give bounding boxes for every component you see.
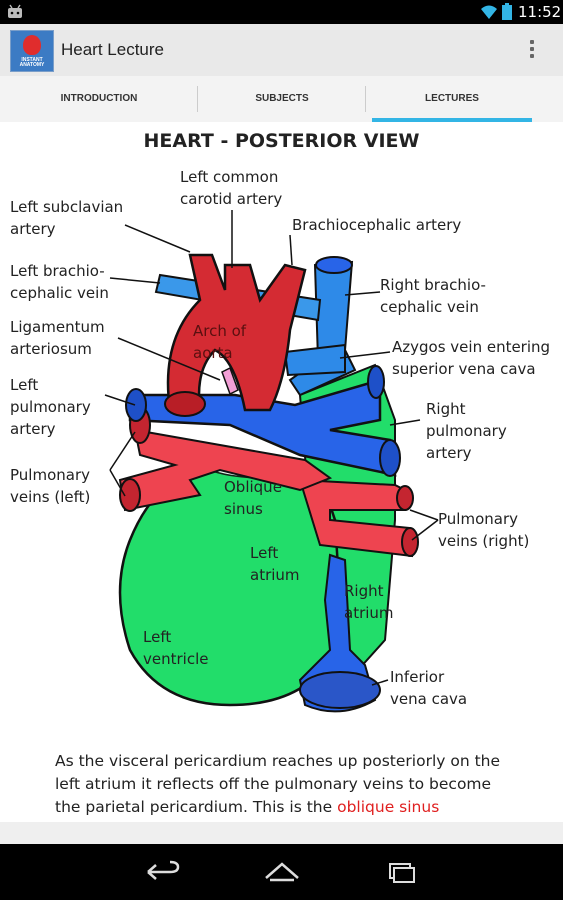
lecture-caption: As the visceral pericardium reaches up p… bbox=[55, 750, 515, 819]
leader-lines bbox=[104, 210, 439, 686]
label-left-atrium: Left atrium bbox=[250, 544, 300, 584]
label-arch-of-aorta: Arch of aorta bbox=[193, 322, 247, 362]
back-icon[interactable] bbox=[142, 858, 182, 886]
status-bar: 11:52 bbox=[0, 0, 563, 24]
label-left-subclavian: Left subclavian artery bbox=[10, 198, 124, 238]
action-bar: INSTANT ANATOMY Heart Lecture bbox=[0, 24, 563, 76]
label-left-ventricle: Left ventricle bbox=[143, 628, 209, 668]
wifi-icon bbox=[481, 5, 497, 19]
android-notification-icon bbox=[8, 4, 22, 18]
heart-diagram bbox=[104, 210, 439, 713]
page-title: Heart Lecture bbox=[61, 40, 164, 59]
app-logo-icon[interactable]: INSTANT ANATOMY bbox=[10, 30, 54, 72]
label-inferior-vena-cava: Inferior vena cava bbox=[390, 668, 468, 708]
app-logo-text: INSTANT ANATOMY bbox=[19, 57, 45, 68]
status-time: 11:52 bbox=[518, 3, 562, 21]
label-right-atrium: Right atrium bbox=[344, 582, 394, 622]
left-pulmonary-veins bbox=[118, 428, 333, 512]
ligamentum-arteriosum bbox=[221, 366, 239, 396]
label-left-common-carotid: Left common carotid artery bbox=[180, 168, 283, 208]
content-footer bbox=[0, 822, 563, 844]
tab-lectures[interactable]: LECTURES bbox=[366, 76, 538, 122]
label-pulmonary-veins-left: Pulmonary veins (left) bbox=[10, 466, 91, 506]
navigation-bar bbox=[0, 844, 563, 900]
tab-introduction[interactable]: INTRODUCTION bbox=[0, 76, 198, 122]
label-left-pulmonary-artery: Left pulmonary artery bbox=[10, 376, 91, 438]
label-azygos-vein: Azygos vein entering superior vena cava bbox=[392, 338, 551, 378]
label-oblique-sinus: Oblique sinus bbox=[224, 478, 282, 518]
label-pulmonary-veins-right: Pulmonary veins (right) bbox=[438, 510, 530, 550]
azygos-vein bbox=[283, 343, 346, 377]
aortic-arch bbox=[166, 253, 307, 412]
overflow-menu-icon[interactable] bbox=[527, 38, 537, 64]
tab-selected-indicator bbox=[372, 118, 532, 122]
caption-highlight: oblique sinus bbox=[337, 798, 440, 816]
label-right-brachiocephalic-vein: Right brachio- cephalic vein bbox=[380, 276, 486, 316]
tab-subjects[interactable]: SUBJECTS bbox=[198, 76, 366, 122]
tab-bar: INTRODUCTION SUBJECTS LECTURES bbox=[0, 76, 563, 123]
label-right-pulmonary-artery: Right pulmonary artery bbox=[426, 400, 507, 462]
tab-label: LECTURES bbox=[425, 93, 479, 104]
recents-icon[interactable] bbox=[382, 858, 422, 886]
caption-text: As the visceral pericardium reaches up p… bbox=[55, 752, 501, 816]
label-ligamentum-arteriosum: Ligamentum arteriosum bbox=[10, 318, 105, 358]
tab-label: INTRODUCTION bbox=[60, 93, 138, 104]
home-icon[interactable] bbox=[262, 858, 302, 886]
diagram-heading: HEART - POSTERIOR VIEW bbox=[143, 130, 420, 152]
battery-icon bbox=[502, 3, 512, 20]
label-left-brachiocephalic-vein: Left brachio- cephalic vein bbox=[10, 262, 109, 302]
label-brachiocephalic-artery: Brachiocephalic artery bbox=[292, 216, 462, 234]
tab-label: SUBJECTS bbox=[255, 93, 309, 104]
